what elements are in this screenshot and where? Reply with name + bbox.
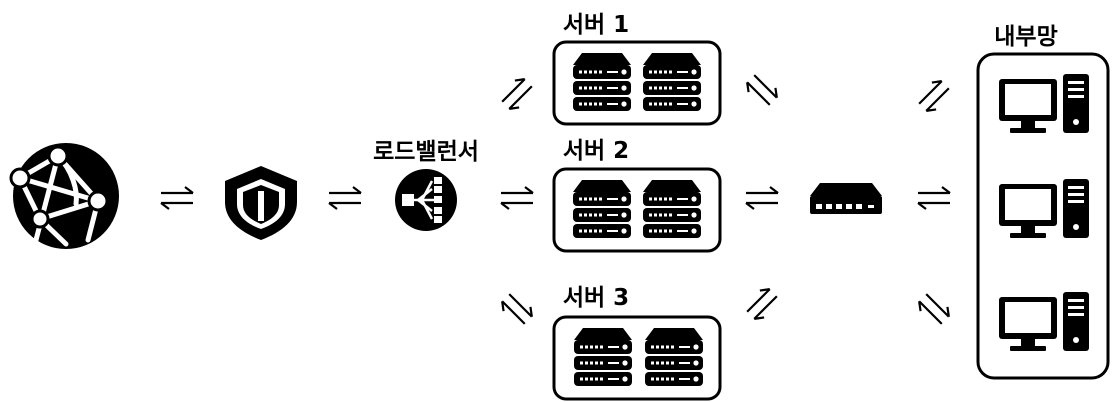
server-rack-icon — [574, 328, 632, 386]
bidirectional-arrow-icon — [159, 185, 195, 211]
server-rack-icon — [643, 53, 701, 111]
shield-icon — [225, 166, 297, 240]
load-balancer-icon — [395, 169, 457, 231]
bidirectional-arrow-icon — [741, 69, 783, 111]
server-group-3 — [552, 315, 722, 401]
server-rack-icon — [573, 180, 631, 238]
bidirectional-arrow-icon — [744, 185, 780, 211]
bidirectional-arrow-icon — [741, 283, 783, 325]
server1-label: 서버 1 — [563, 12, 629, 38]
server-rack-icon — [645, 328, 703, 386]
server3-label: 서버 3 — [563, 285, 629, 311]
bidirectional-arrow-icon — [327, 185, 363, 211]
server-group-2 — [552, 167, 722, 253]
internal-network-group — [976, 52, 1110, 380]
bidirectional-arrow-icon — [499, 185, 535, 211]
server-rack-icon — [643, 180, 701, 238]
globe-network-icon — [9, 143, 119, 249]
bidirectional-arrow-icon — [496, 73, 538, 115]
server2-label: 서버 2 — [563, 138, 629, 164]
server-group-1 — [552, 40, 722, 126]
network-switch-icon — [810, 183, 882, 214]
bidirectional-arrow-icon — [913, 75, 955, 117]
bidirectional-arrow-icon — [916, 185, 952, 211]
server-rack-icon — [573, 53, 631, 111]
internal-network-label: 내부망 — [994, 24, 1057, 50]
load-balancer-label: 로드밸런서 — [373, 139, 479, 165]
bidirectional-arrow-icon — [913, 288, 955, 330]
bidirectional-arrow-icon — [496, 288, 538, 330]
